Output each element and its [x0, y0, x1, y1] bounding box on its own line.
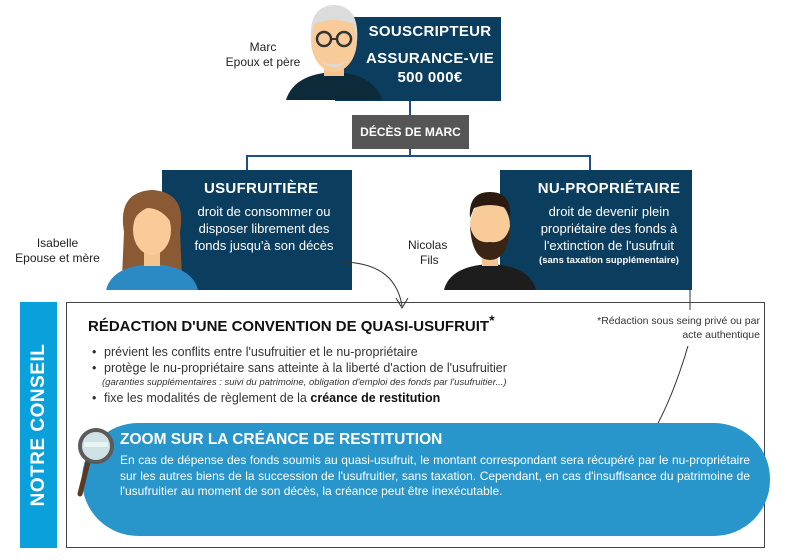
convention-heading-text: RÉDACTION D'UNE CONVENTION DE QUASI-USUF…: [88, 318, 490, 335]
nicolas-label: Nicolas Fils: [408, 238, 468, 268]
subscriber-title: SOUSCRIPTEUR: [368, 23, 492, 40]
zoom-bubble: ZOOM SUR LA CRÉANCE DE RESTITUTION En ca…: [82, 423, 770, 536]
connector-line: [246, 155, 591, 157]
usufruitiere-title: USUFRUITIÈRE: [204, 180, 319, 197]
advice-bullet-note: (garanties supplémentaires : suivi du pa…: [102, 377, 507, 388]
usufruitiere-text: droit de consommer ou disposer librement…: [194, 204, 334, 253]
nu-proprietaire-title: NU-PROPRIÉTAIRE: [537, 180, 681, 197]
bullet3-prefix: fixe les modalités de règlement de la: [104, 391, 311, 405]
zoom-title: ZOOM SUR LA CRÉANCE DE RESTITUTION: [120, 431, 443, 448]
connector-line: [409, 148, 411, 157]
connector-line: [589, 155, 591, 171]
advice-bullet: protège le nu-propriétaire sans atteinte…: [90, 360, 610, 376]
event-box: DÉCÈS DE MARC: [352, 115, 469, 149]
convention-heading: RÉDACTION D'UNE CONVENTION DE QUASI-USUF…: [88, 312, 495, 335]
amount: 500 000€: [397, 69, 463, 86]
magnifier-icon: [77, 428, 114, 497]
usufruitiere-box: USUFRUITIÈRE droit de consommer ou dispo…: [162, 170, 352, 290]
product-label: ASSURANCE-VIE: [365, 50, 495, 67]
advice-bullet: prévient les conflits entre l'usufruitie…: [90, 344, 610, 360]
isabelle-role: Epouse et mère: [15, 251, 100, 265]
marc-label: Marc Epoux et père: [218, 40, 308, 70]
nicolas-avatar-icon: [444, 192, 536, 290]
nu-proprietaire-note: (sans taxation supplémentaire): [539, 255, 679, 266]
connector-line: [246, 155, 248, 171]
connector-line: [409, 100, 411, 116]
bullet3-bold: créance de restitution: [310, 391, 441, 405]
asterisk: *: [489, 312, 495, 328]
footnote: *Rédaction sous seing privé ou par acte …: [597, 315, 760, 341]
marc-name: Marc: [249, 40, 277, 54]
nu-proprietaire-box: NU-PROPRIÉTAIRE droit de devenir plein p…: [500, 170, 692, 290]
isabelle-name: Isabelle: [36, 236, 79, 250]
marc-role: Epoux et père: [225, 55, 301, 69]
advice-list: prévient les conflits entre l'usufruitie…: [90, 344, 610, 406]
advice-bullet: fixe les modalités de règlement de la cr…: [90, 390, 610, 406]
nu-proprietaire-text: droit de devenir plein propriétaire des …: [540, 204, 678, 253]
isabelle-avatar-icon: [106, 190, 198, 290]
zoom-text: En cas de dépense des fonds soumis au qu…: [120, 453, 750, 498]
isabelle-label: Isabelle Epouse et mère: [10, 236, 105, 266]
marc-avatar-icon: [286, 5, 382, 100]
advice-box: [66, 302, 765, 548]
nicolas-name: Nicolas: [408, 238, 448, 252]
advice-tab: NOTRE CONSEIL: [20, 302, 57, 548]
nicolas-role: Fils: [420, 253, 439, 267]
